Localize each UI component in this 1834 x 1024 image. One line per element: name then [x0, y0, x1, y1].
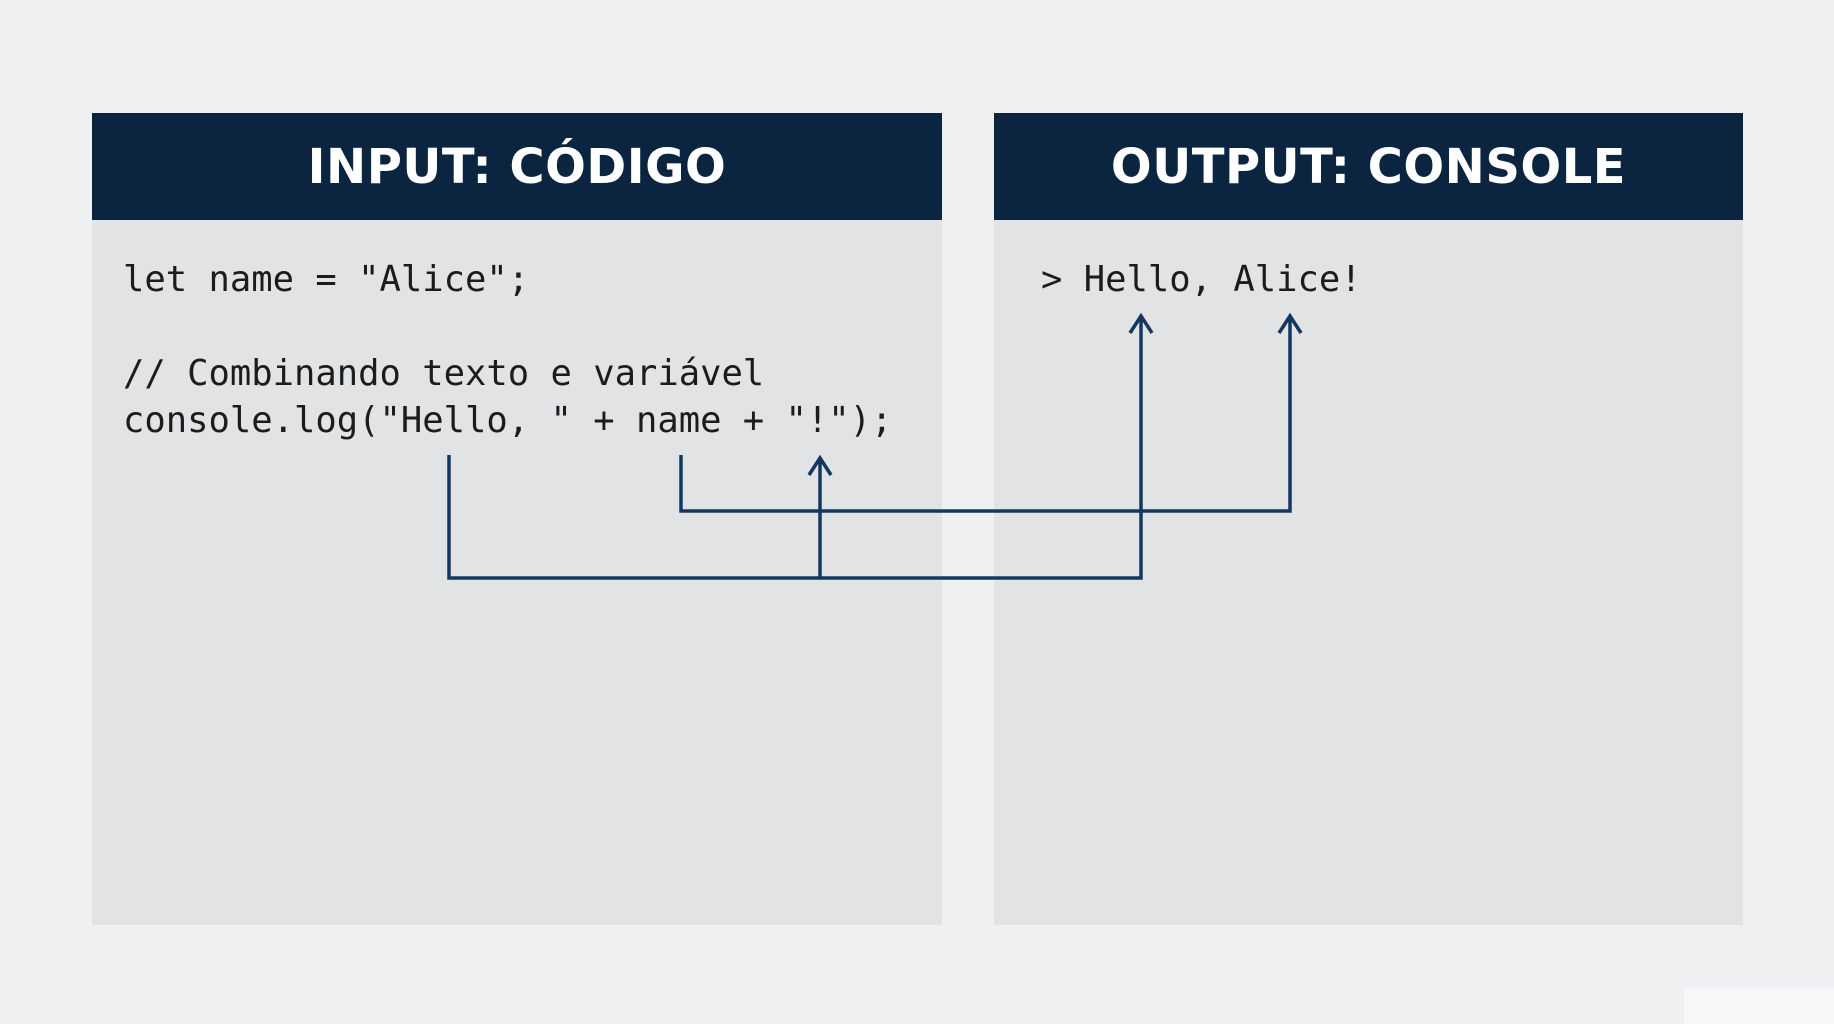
code-line-console-log: console.log("Hello, " + name + "!");	[123, 400, 893, 441]
input-code-panel: INPUT: CÓDIGO let name = "Alice"; // Com…	[92, 113, 942, 925]
code-line-declaration: let name = "Alice";	[123, 259, 530, 300]
output-panel-title: OUTPUT: CONSOLE	[994, 113, 1743, 220]
output-console-panel: OUTPUT: CONSOLE > Hello, Alice!	[994, 113, 1743, 925]
input-panel-title: INPUT: CÓDIGO	[92, 113, 942, 220]
corner-watermark-area	[1684, 988, 1834, 1024]
console-output-line: > Hello, Alice!	[1041, 259, 1362, 300]
code-line-comment: // Combinando texto e variável	[123, 353, 765, 394]
